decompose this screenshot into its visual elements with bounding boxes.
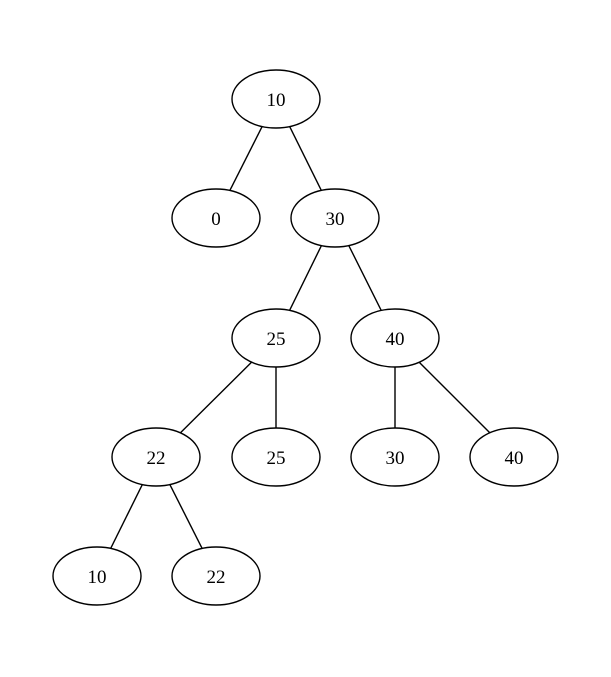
tree-edge	[348, 245, 382, 311]
tree-node-n8: 30	[350, 427, 440, 487]
node-label: 22	[147, 448, 166, 469]
node-ellipse	[171, 188, 261, 248]
tree-node-n10: 10	[52, 546, 142, 606]
node-ellipse	[350, 427, 440, 487]
node-ellipse	[231, 308, 321, 368]
node-ellipse	[469, 427, 559, 487]
tree-node-n9: 40	[469, 427, 559, 487]
tree-node-n2: 0	[171, 188, 261, 248]
tree-edge	[110, 484, 143, 549]
tree-node-n3: 30	[290, 188, 380, 248]
node-label: 25	[267, 448, 286, 469]
tree-node-n1: 10	[231, 69, 321, 129]
node-ellipse	[52, 546, 142, 606]
tree-edge	[289, 126, 322, 191]
tree-edges	[110, 126, 491, 549]
tree-node-n4: 25	[231, 308, 321, 368]
node-label: 0	[211, 209, 221, 230]
node-label: 10	[88, 567, 107, 588]
tree-node-n6: 22	[111, 427, 201, 487]
tree-edge	[288, 245, 323, 311]
tree-edge	[418, 361, 491, 434]
tree-node-n11: 22	[171, 546, 261, 606]
tree-edge	[229, 126, 263, 191]
node-label: 30	[386, 448, 405, 469]
node-ellipse	[171, 546, 261, 606]
node-ellipse	[231, 427, 321, 487]
tree-node-n5: 40	[350, 308, 440, 368]
node-label: 25	[267, 329, 286, 350]
node-ellipse	[350, 308, 440, 368]
node-ellipse	[231, 69, 321, 129]
tree-node-n7: 25	[231, 427, 321, 487]
tree-edge	[169, 484, 203, 549]
node-label: 40	[386, 329, 405, 350]
node-ellipse	[290, 188, 380, 248]
node-ellipse	[111, 427, 201, 487]
node-label: 22	[207, 567, 226, 588]
tree-edge	[179, 361, 253, 434]
node-label: 30	[326, 209, 345, 230]
node-label: 40	[505, 448, 524, 469]
node-label: 10	[267, 90, 286, 111]
